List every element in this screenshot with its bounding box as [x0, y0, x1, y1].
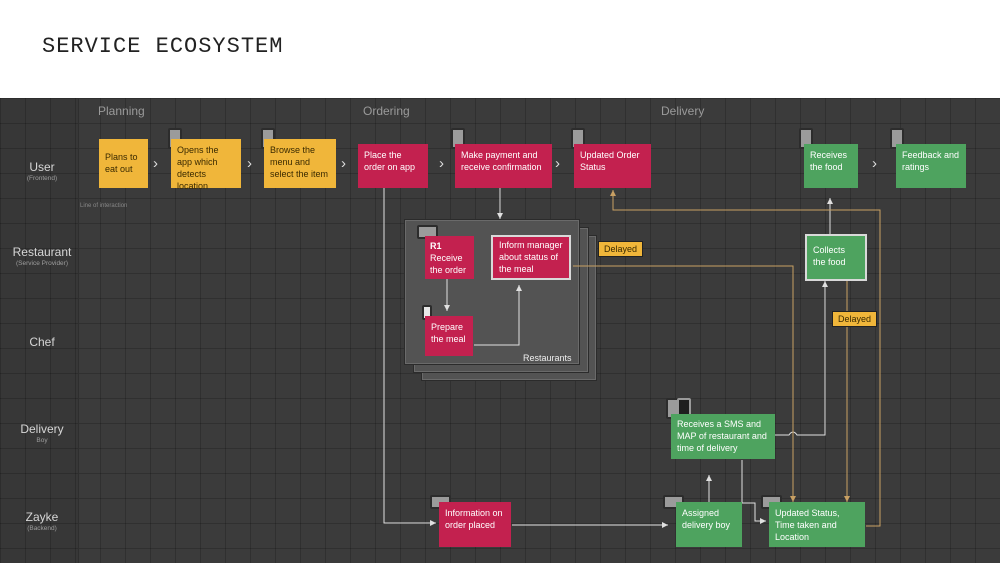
page-title: SERVICE ECOSYSTEM — [42, 34, 284, 59]
step-updated-order-status: Updated Order Status — [574, 144, 651, 188]
delayed-badge: Delayed — [598, 241, 644, 257]
phase-delivery: Delivery — [661, 104, 705, 118]
step-make-payment: Make payment and receive confirmation — [455, 144, 552, 188]
lane-name: User — [29, 160, 55, 174]
lane-sub: (Frontend) — [26, 175, 58, 182]
chevron-right-icon: › — [439, 155, 444, 172]
receive-order-label: Receive the order — [430, 253, 467, 275]
chevron-right-icon: › — [153, 155, 158, 172]
lane-name: Delivery — [20, 422, 64, 436]
lane-delivery-boy: Delivery Boy — [10, 422, 74, 444]
step-receives-food: Receives the food — [804, 144, 858, 188]
phase-planning: Planning — [98, 104, 145, 118]
delayed-badge: Delayed — [832, 311, 878, 327]
lane-zayke: Zayke (Backend) — [10, 510, 74, 532]
lane-name: Restaurant — [12, 245, 72, 259]
step-place-order: Place the order on app — [358, 144, 428, 188]
lane-sub: Boy — [36, 437, 48, 444]
step-plans-to-eat-out: Plans to eat out — [99, 139, 148, 188]
restaurants-group-label: Restaurants — [523, 353, 572, 363]
step-receive-order: R1 Receive the order — [425, 236, 474, 279]
step-prepare-meal: Prepare the meal — [425, 316, 473, 356]
lane-user: User (Frontend) — [10, 160, 74, 182]
lane-name: Chef — [29, 335, 55, 349]
step-collects-food: Collects the food — [805, 234, 867, 281]
chevron-right-icon: › — [341, 155, 346, 172]
lane-name: Zayke — [25, 510, 59, 524]
step-inform-manager: Inform manager about status of the meal — [491, 235, 571, 280]
restaurant-code: R1 — [430, 241, 442, 251]
chevron-right-icon: › — [247, 155, 252, 172]
service-blueprint-board: Planning Ordering Delivery User (Fronten… — [0, 98, 1000, 563]
lane-restaurant: Restaurant (Service Provider) — [10, 245, 74, 267]
chevron-right-icon: › — [555, 155, 560, 172]
step-information-order-placed: Information on order placed — [439, 502, 511, 547]
step-browse-menu: Browse the menu and select the item — [264, 139, 336, 188]
step-receives-sms-map: Receives a SMS and MAP of restaurant and… — [671, 414, 775, 459]
step-feedback-ratings: Feedback and ratings — [896, 144, 966, 188]
step-assigned-delivery-boy: Assigned delivery boy — [676, 502, 742, 547]
lane-chef: Chef — [10, 335, 74, 350]
lane-sub: (Backend) — [27, 525, 57, 532]
chevron-right-icon: › — [872, 155, 877, 172]
lane-label-column — [0, 98, 79, 563]
phase-ordering: Ordering — [363, 104, 410, 118]
line-of-interaction-label: Line of interaction — [80, 203, 128, 209]
lane-sub: (Service Provider) — [15, 260, 68, 267]
step-updated-status-time-location: Updated Status, Time taken and Location — [769, 502, 865, 547]
step-opens-app: Opens the app which detects location — [171, 139, 241, 191]
connector-lines — [383, 162, 881, 528]
